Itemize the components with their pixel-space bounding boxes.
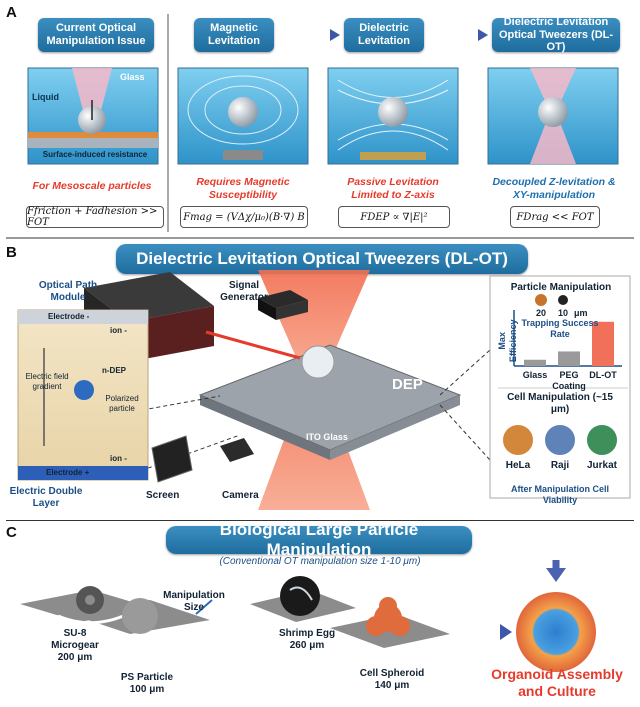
panel-b-graphics xyxy=(17,270,631,510)
magnetic-caption: Requires Magnetic Susceptibility xyxy=(196,176,290,201)
screen-label: Screen xyxy=(146,490,180,501)
panel-a-letter: A xyxy=(6,4,17,21)
ion-bottom-label: ion - xyxy=(110,454,127,463)
item-4-name: Cell Spheroid xyxy=(359,668,425,679)
organoid xyxy=(516,592,596,672)
dielectric-caption: Passive Levitation Limited to Z-axis xyxy=(347,176,439,201)
size-10-bead xyxy=(558,295,568,305)
magnetic-formula: Fmag = (VΔχ/μ₀)(B·∇) B xyxy=(180,206,308,228)
item-2-size: 100 μm xyxy=(129,684,165,695)
dlot-formula: FDrag << FOT xyxy=(510,206,600,228)
resistance-label: Surface-induced resistance xyxy=(42,150,148,159)
item-2-name: PS Particle xyxy=(120,672,174,683)
item-1-size: 200 μm xyxy=(57,652,93,663)
issue-caption: For Mesoscale particles xyxy=(32,180,152,192)
scene-issue xyxy=(27,67,159,165)
item-1-name: SU-8 Microgear xyxy=(51,628,99,651)
size-unit-label: μm xyxy=(574,308,588,318)
ion-top-label: ion - xyxy=(110,326,127,335)
magnetic-title: Magnetic Levitation xyxy=(194,18,274,52)
size-20-bead xyxy=(535,294,547,306)
trapped-bead xyxy=(301,345,335,379)
item-3-size: 260 μm xyxy=(289,640,325,651)
dep-label: DEP xyxy=(392,376,423,393)
scene-magnetic xyxy=(177,67,309,165)
cell-image xyxy=(543,423,577,457)
ylabel: Max Efficiency xyxy=(497,319,518,363)
item-3-name: Shrimp Egg xyxy=(278,628,336,639)
panel-c-subtitle: (Conventional OT manipulation size 1-10 … xyxy=(219,556,421,567)
efficiency-bar xyxy=(524,359,546,366)
optical-path-label: Optical Path Module xyxy=(38,280,98,303)
cell-manip-title: Cell Manipulation (~15 μm) xyxy=(507,392,613,415)
dlot-title: Dielectric Levitation Optical Tweezers (… xyxy=(492,16,620,53)
manip-size-label: Manipulation Size xyxy=(163,590,225,613)
panel-b-letter: B xyxy=(6,244,17,261)
bar-category-label: PEG Coating xyxy=(552,370,586,391)
issue-formula: Ffriction + Fadhesion >> FOT xyxy=(26,206,164,228)
organoid-label: Organoid Assembly and Culture xyxy=(491,666,623,699)
efficiency-bar xyxy=(592,321,614,366)
cell-label: Raji xyxy=(550,460,570,471)
glass-label: Glass xyxy=(120,72,145,82)
issue-title: Current Optical Manipulation Issue xyxy=(38,18,154,52)
field-gradient-label: Electric field gradient xyxy=(25,372,69,391)
cell-image xyxy=(585,423,619,457)
liquid-label: Liquid xyxy=(32,92,59,102)
trapping-rate-label: Trapping Success Rate xyxy=(521,318,599,339)
cell-label: Jurkat xyxy=(586,460,617,471)
cell-images xyxy=(501,423,619,457)
size-20-label: 20 xyxy=(536,308,547,318)
camera-label: Camera xyxy=(222,490,259,501)
cell-label: HeLa xyxy=(505,460,531,471)
panel-c-letter: C xyxy=(6,524,17,541)
size-10-label: 10 xyxy=(558,308,569,318)
spheroid-blob xyxy=(366,597,410,636)
viability-label: After Manipulation Cell Viability xyxy=(510,484,609,505)
polarized-label: Polarized particle xyxy=(105,394,139,413)
edl-label: Electric Double Layer xyxy=(9,486,83,509)
efficiency-bar xyxy=(558,351,580,366)
bar-category-label: DL-OT xyxy=(589,370,617,380)
ndep-label: n-DEP xyxy=(102,366,126,375)
item-4-size: 140 μm xyxy=(374,680,410,691)
panel-b-title: Dielectric Levitation Optical Tweezers (… xyxy=(116,244,528,274)
dlot-caption: Decoupled Z-levitation & XY-manipulation xyxy=(492,176,616,201)
cell-image xyxy=(501,423,535,457)
panel-c-title: Biological Large Particle Manipulation xyxy=(166,520,472,559)
panel-c-graphics xyxy=(20,560,596,672)
electrode-top-label: Electrode - xyxy=(48,312,90,321)
panel-a-graphics xyxy=(6,14,634,239)
ito-label: ITO Glass xyxy=(306,432,348,442)
signal-gen-label: Signal Generator xyxy=(220,280,268,303)
efficiency-bars xyxy=(524,321,614,366)
electrode-bottom-label: Electrode + xyxy=(46,468,90,477)
scene-dielectric xyxy=(327,67,459,165)
bar-category-label: Glass xyxy=(522,370,548,380)
scene-dlot xyxy=(487,67,619,165)
dielectric-title: Dielectric Levitation xyxy=(344,18,424,52)
dielectric-formula: FDEP ∝ ∇|E|² xyxy=(338,206,450,228)
particle-manip-title: Particle Manipulation xyxy=(510,282,612,293)
